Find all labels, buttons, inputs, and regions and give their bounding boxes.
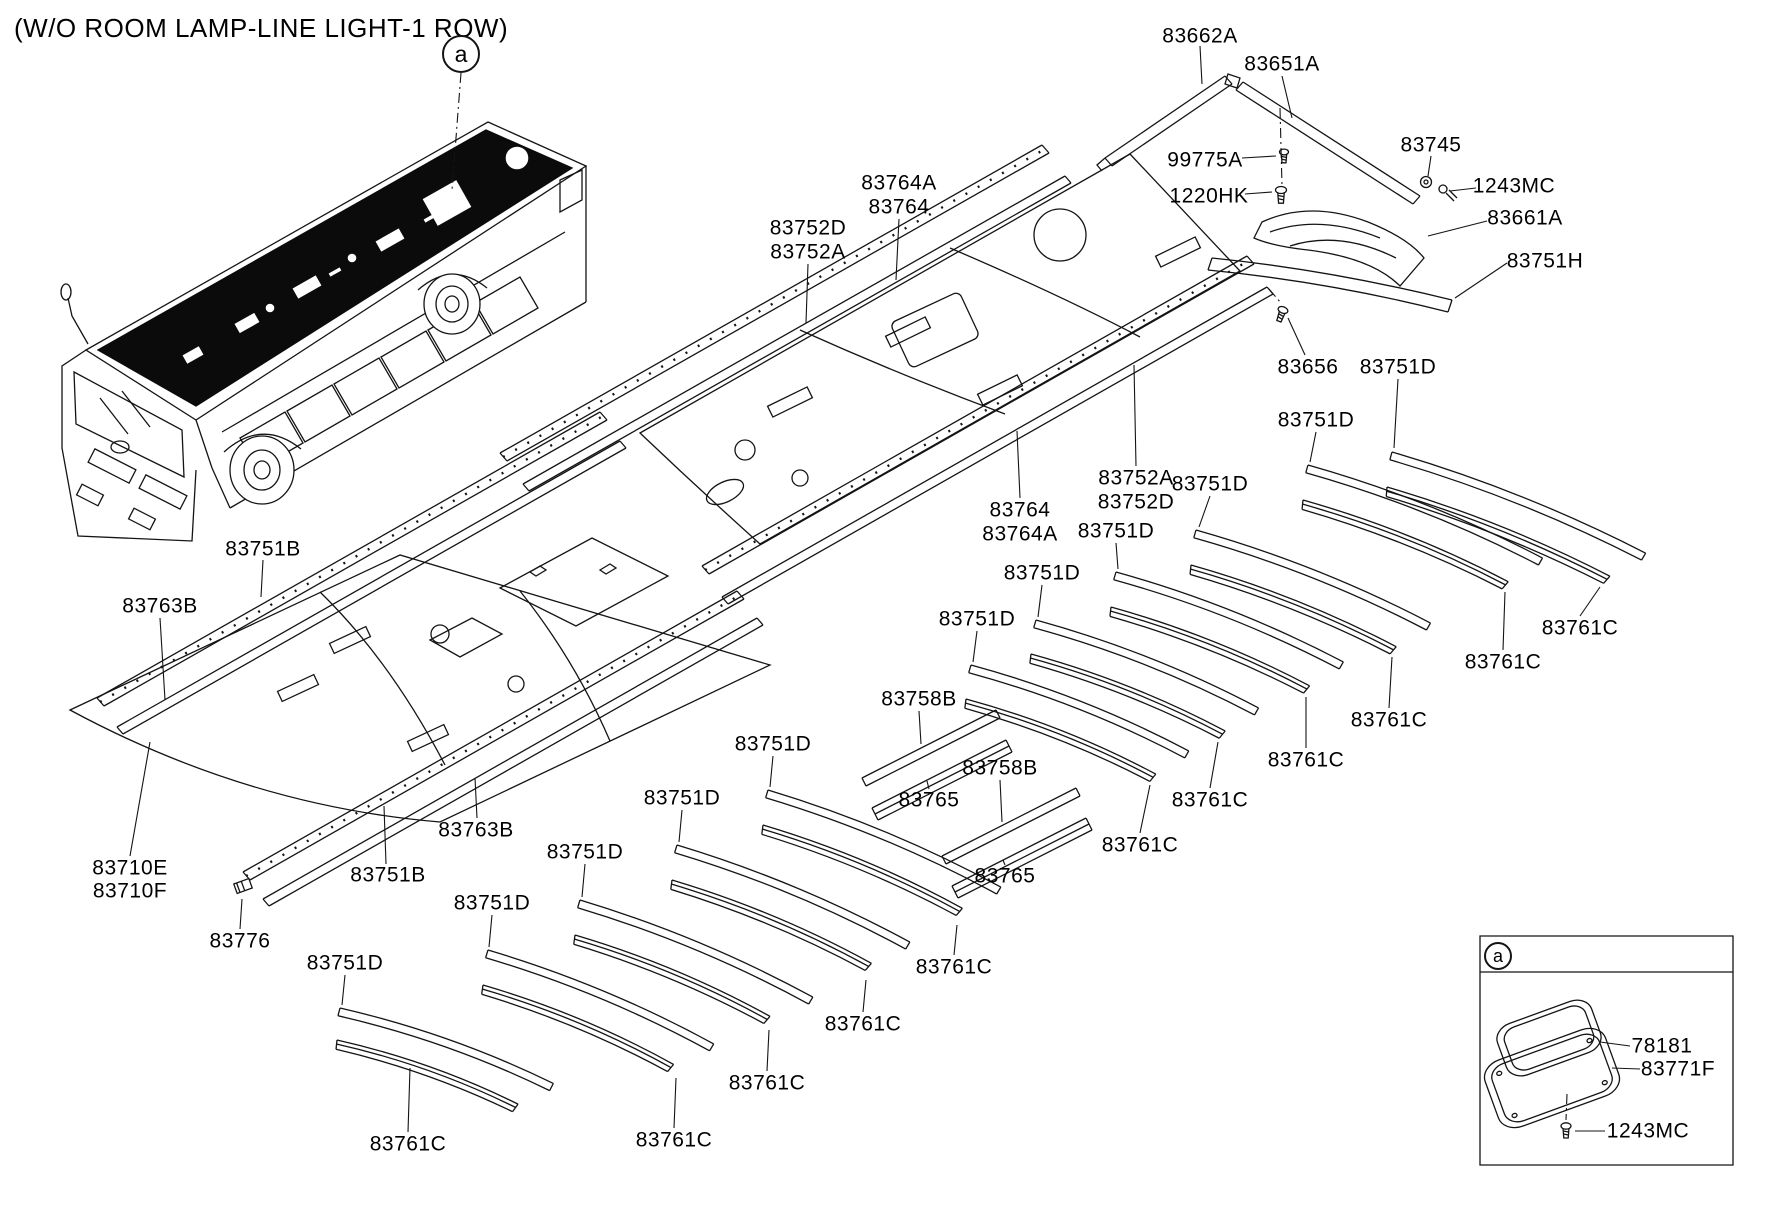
part-label-83751D: 83751D <box>1077 519 1155 543</box>
part-label-83751D: 83751D <box>546 840 624 864</box>
part-label-83761C: 83761C <box>369 1132 447 1156</box>
bus-roof-cutouts <box>183 147 528 363</box>
part-label-78181: 78181 <box>1631 1034 1693 1058</box>
strip-83751H <box>1208 258 1452 312</box>
roof-rail-band-top <box>500 145 1071 491</box>
part-label-83751D: 83751D <box>734 732 812 756</box>
part-label-83710E: 83710E <box>92 856 168 880</box>
roof-rail-band-right <box>702 256 1273 604</box>
roof-bow-strips-left <box>333 780 1004 1118</box>
bus-roof-panel-black <box>98 130 572 406</box>
part-label-83751D: 83751D <box>1359 355 1437 379</box>
corner-garnish-83651A <box>1225 74 1420 204</box>
part-label-83763B: 83763B <box>122 594 198 618</box>
corner-cap-83661A <box>1254 211 1424 286</box>
part-label-83764A: 83764A <box>982 522 1058 546</box>
part-label-83765: 83765 <box>898 788 960 812</box>
part-label-83761C: 83761C <box>824 1012 902 1036</box>
part-label-83761C: 83761C <box>1350 708 1428 732</box>
roof-rail-band-left-lower <box>243 591 763 906</box>
sunroof-seal-78181 <box>1493 995 1606 1080</box>
inset-marker-a: a <box>1484 942 1512 970</box>
roof-connector-panel <box>430 538 668 657</box>
part-label-83765: 83765 <box>974 864 1036 888</box>
part-label-83776: 83776 <box>209 929 271 953</box>
part-label-83751D: 83751D <box>306 951 384 975</box>
part-label-83761C: 83761C <box>1267 748 1345 772</box>
part-label-83752A: 83752A <box>1098 466 1174 490</box>
part-label-83661A: 83661A <box>1487 206 1563 230</box>
roof-bow-strips-right <box>961 442 1648 788</box>
part-label-1243MC: 1243MC <box>1472 174 1556 198</box>
part-label-83751D: 83751D <box>643 786 721 810</box>
part-label-83752D: 83752D <box>769 216 847 240</box>
part-label-83651A: 83651A <box>1244 52 1320 76</box>
leader-lines <box>130 46 1600 1132</box>
grommet-83745 <box>1421 177 1458 202</box>
sunroof-frame-83771F <box>1480 1023 1624 1133</box>
detail-marker-a: a <box>442 35 480 73</box>
part-label-83751D: 83751D <box>1003 561 1081 585</box>
part-label-1243MC: 1243MC <box>1606 1119 1690 1143</box>
roof-panel-lower <box>70 555 770 822</box>
part-label-83761C: 83761C <box>1464 650 1542 674</box>
part-label-83752A: 83752A <box>770 240 846 264</box>
part-label-83710F: 83710F <box>92 879 168 903</box>
diagram-title: (W/O ROOM LAMP-LINE LIGHT-1 ROW) <box>14 13 509 43</box>
part-label-83662A: 83662A <box>1162 24 1238 48</box>
part-label-83771F: 83771F <box>1640 1057 1716 1081</box>
roof-rail-band-left-upper <box>97 412 626 734</box>
fasteners <box>234 148 1458 894</box>
part-label-83752D: 83752D <box>1097 490 1175 514</box>
bus-illustration <box>61 122 586 541</box>
screw-83656 <box>1273 304 1290 324</box>
part-label-99775A: 99775A <box>1167 148 1243 172</box>
bolt-1220HK <box>1274 185 1288 204</box>
roof-panel-top <box>640 154 1240 544</box>
part-label-83761C: 83761C <box>1541 616 1619 640</box>
inset-detail-box <box>1480 936 1733 1165</box>
part-label-83761C: 83761C <box>635 1128 713 1152</box>
part-label-83751B: 83751B <box>350 863 426 887</box>
corner-garnish-83662A <box>1097 76 1232 171</box>
part-label-83764A: 83764A <box>861 171 937 195</box>
clip-83776 <box>234 879 252 894</box>
screw-1243MC-inset <box>1560 1122 1572 1139</box>
part-label-83758B: 83758B <box>962 756 1038 780</box>
part-label-83751D: 83751D <box>938 607 1016 631</box>
roof-reinf-strips-83758B-83765 <box>862 710 1092 898</box>
part-label-83761C: 83761C <box>915 955 993 979</box>
part-label-83751B: 83751B <box>225 537 301 561</box>
part-label-83751H: 83751H <box>1506 249 1584 273</box>
part-label-83761C: 83761C <box>1101 833 1179 857</box>
bus-wheels <box>224 274 487 504</box>
part-label-83751D: 83751D <box>1171 472 1249 496</box>
part-label-83751D: 83751D <box>1277 408 1355 432</box>
part-label-83763B: 83763B <box>438 818 514 842</box>
part-label-83751D: 83751D <box>453 891 531 915</box>
part-label-83656: 83656 <box>1277 355 1339 379</box>
part-label-83745: 83745 <box>1400 133 1462 157</box>
part-label-83758B: 83758B <box>881 687 957 711</box>
part-label-83764: 83764 <box>868 195 930 219</box>
part-label-83764: 83764 <box>989 498 1051 522</box>
part-label-83761C: 83761C <box>1171 788 1249 812</box>
bus-front <box>61 284 196 541</box>
part-label-1220HK: 1220HK <box>1169 184 1249 208</box>
part-label-83761C: 83761C <box>728 1071 806 1095</box>
